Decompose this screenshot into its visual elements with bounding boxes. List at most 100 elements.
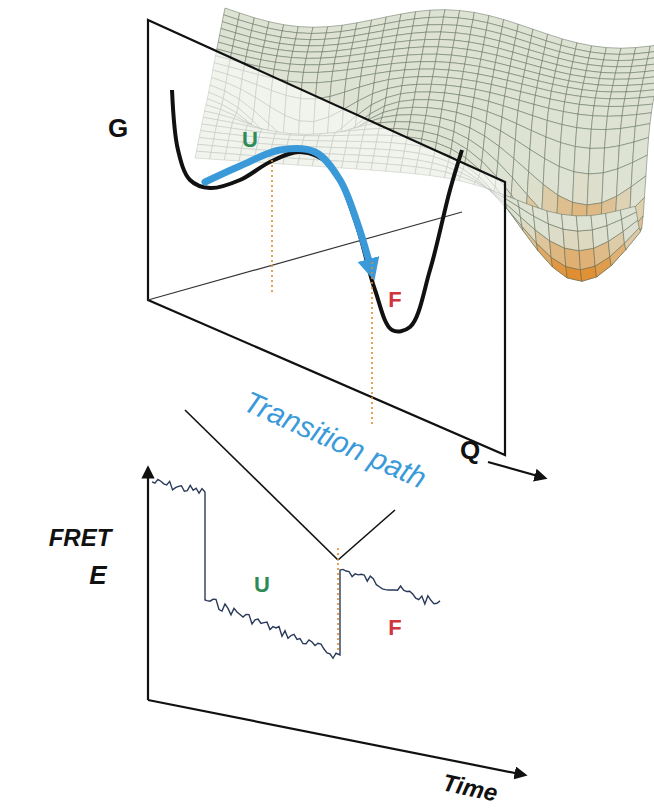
surface-facet bbox=[605, 48, 621, 55]
surface-facet bbox=[602, 60, 618, 67]
dotted-marker bbox=[371, 262, 373, 425]
surface-facet bbox=[578, 104, 594, 115]
surface-facet bbox=[421, 54, 437, 62]
surface-facet bbox=[575, 128, 591, 149]
surface-facet bbox=[436, 54, 452, 62]
transition-arrow bbox=[205, 148, 372, 272]
surface-facet bbox=[422, 47, 438, 55]
surface-facet bbox=[309, 39, 325, 46]
surface-facet bbox=[419, 62, 435, 69]
dotted-marker bbox=[337, 548, 339, 652]
surface-facet bbox=[426, 25, 442, 33]
fret-signal bbox=[152, 479, 440, 658]
surface-facet bbox=[317, 71, 333, 82]
transition-label: Transition path bbox=[239, 386, 430, 493]
surface-facet bbox=[440, 32, 456, 40]
surface-facet bbox=[563, 229, 579, 251]
surface-facet bbox=[406, 54, 422, 62]
free-energy-profile bbox=[172, 90, 462, 331]
surface-facet bbox=[617, 60, 633, 67]
surface-facet bbox=[518, 200, 534, 216]
axis-label: Q bbox=[460, 437, 480, 463]
surface-facet bbox=[620, 48, 636, 55]
surface-facet bbox=[429, 92, 445, 101]
profile-group bbox=[172, 90, 462, 331]
fret-trace bbox=[152, 479, 440, 658]
surface-facet bbox=[287, 71, 303, 82]
surface-facet bbox=[305, 58, 321, 65]
surface-facet bbox=[579, 248, 595, 270]
surface-facet bbox=[428, 17, 444, 25]
dotted-marker bbox=[271, 160, 273, 292]
surface-facet bbox=[597, 85, 613, 92]
projection-plane bbox=[148, 20, 505, 455]
surface-facet bbox=[417, 77, 433, 85]
surface-facet bbox=[595, 91, 611, 99]
surface-facet bbox=[441, 25, 457, 33]
surface-facet bbox=[649, 44, 654, 53]
surface-facet bbox=[606, 116, 622, 130]
surface-facet bbox=[610, 92, 626, 99]
surface-facet bbox=[589, 148, 605, 174]
axis-label: Time bbox=[440, 770, 499, 805]
surface-facet bbox=[590, 129, 606, 148]
surface-facet bbox=[408, 47, 424, 55]
surface-facet bbox=[302, 72, 318, 82]
surface-facet bbox=[604, 54, 620, 61]
surface-facet bbox=[425, 32, 441, 40]
surface-facet bbox=[645, 63, 654, 71]
surface-facet bbox=[409, 40, 425, 48]
surface-facet bbox=[413, 100, 429, 108]
axis-arrow bbox=[147, 468, 149, 700]
surface-facet bbox=[290, 58, 306, 65]
surface-facet bbox=[578, 230, 594, 251]
surface-facet bbox=[394, 122, 410, 130]
surface-facet bbox=[297, 27, 313, 34]
state-label: U bbox=[254, 574, 270, 596]
surface-facet bbox=[593, 106, 609, 116]
surface-facet bbox=[310, 33, 326, 40]
surface-facet bbox=[600, 72, 616, 79]
surface-facet bbox=[304, 65, 320, 73]
surface-facet bbox=[442, 17, 458, 25]
axis-arrow bbox=[148, 700, 525, 775]
surface-facet bbox=[418, 69, 434, 77]
surface-facet bbox=[625, 91, 641, 99]
surface-facet bbox=[433, 69, 449, 77]
axis-label: FRET bbox=[49, 526, 112, 550]
surface-facet bbox=[405, 62, 421, 70]
surface-facet bbox=[430, 84, 446, 93]
surface-facet bbox=[594, 98, 610, 106]
surface-facet bbox=[620, 206, 636, 219]
surface-facet bbox=[609, 99, 625, 107]
surface-facet bbox=[411, 107, 427, 115]
surface-facet bbox=[612, 85, 628, 92]
state-label: U bbox=[242, 129, 258, 151]
surface-facet bbox=[574, 147, 590, 174]
surface-facet bbox=[437, 47, 453, 55]
surface-facet bbox=[646, 57, 654, 65]
surface-facet bbox=[312, 27, 328, 34]
surface-facet bbox=[397, 107, 413, 115]
surface-facet bbox=[648, 50, 654, 59]
surface-facet bbox=[431, 77, 447, 85]
axis-label: G bbox=[108, 115, 128, 141]
surface-facet bbox=[294, 39, 310, 46]
surface-facet bbox=[444, 10, 460, 18]
floor-line bbox=[148, 212, 462, 300]
surface-facet bbox=[587, 173, 603, 205]
surface-facet bbox=[607, 106, 623, 116]
surface-facet bbox=[296, 33, 312, 40]
surface-facet bbox=[429, 10, 445, 18]
surface-facet bbox=[613, 79, 629, 86]
surface-facet bbox=[320, 57, 336, 65]
surface-facet bbox=[403, 69, 419, 78]
surface-facet bbox=[605, 129, 621, 149]
surface-facet bbox=[618, 54, 634, 61]
surface-facet bbox=[293, 45, 309, 52]
surface-facet bbox=[547, 211, 563, 229]
surface-facet bbox=[628, 78, 644, 85]
